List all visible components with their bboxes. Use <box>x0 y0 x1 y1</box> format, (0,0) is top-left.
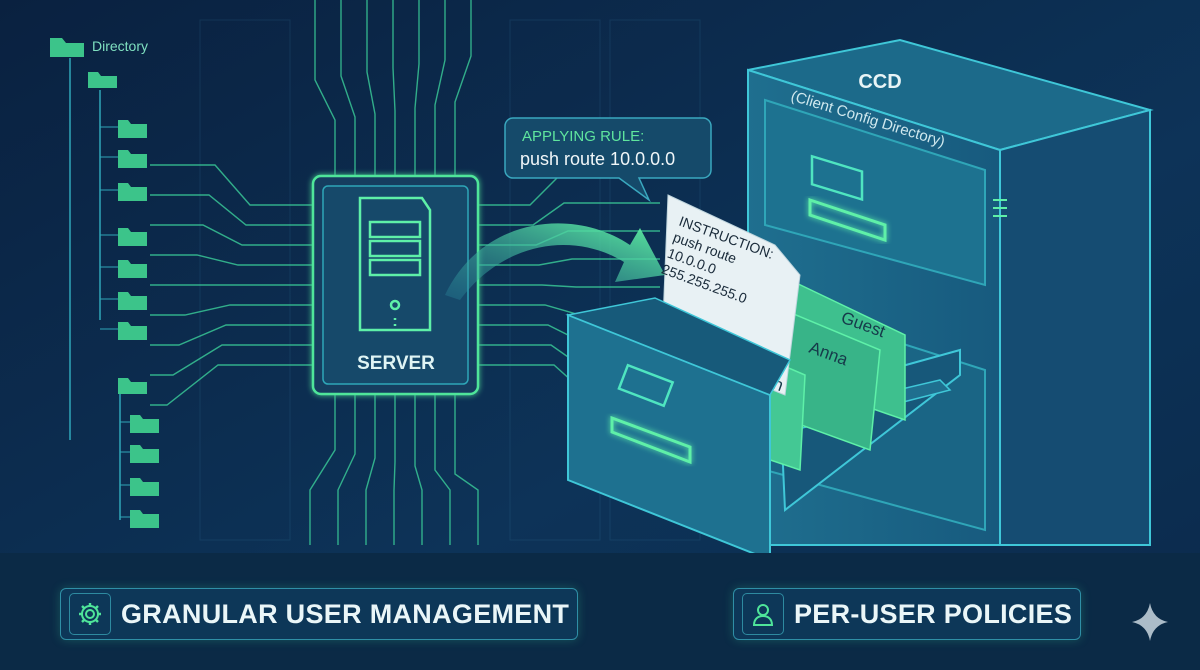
callout-rule: push route 10.0.0.0 <box>520 149 675 169</box>
circuit-trace <box>337 394 356 545</box>
circuit-trace <box>434 394 451 545</box>
circuit-trace <box>434 0 446 176</box>
user-icon <box>742 593 784 635</box>
circuit-trace <box>365 394 376 545</box>
folder-icon <box>88 72 117 88</box>
folder-icon <box>118 378 147 394</box>
feature-label: PER-USER POLICIES <box>794 598 1073 629</box>
folder-icon <box>118 183 147 201</box>
circuit-trace <box>478 258 660 266</box>
folder-icon <box>130 478 159 496</box>
folder-icon <box>130 415 159 433</box>
feature-label: GRANULAR USER MANAGEMENT <box>121 598 570 629</box>
circuit-trace <box>150 344 313 376</box>
directory-tree: Directory <box>50 38 159 528</box>
circuit-trace <box>478 284 660 288</box>
folder-icon <box>130 445 159 463</box>
callout-title: APPLYING RULE: <box>522 128 644 145</box>
drawer-handle <box>610 415 692 465</box>
circuit-trace <box>454 394 479 545</box>
feature-badge-per-user-policies: PER-USER POLICIES <box>733 588 1081 640</box>
folder-icon <box>118 322 147 340</box>
gear-icon <box>69 593 111 635</box>
circuit-trace <box>150 364 313 406</box>
circuit-trace <box>454 0 472 176</box>
server-label: SERVER <box>357 353 435 374</box>
circuit-trace <box>340 0 356 176</box>
folder-icon <box>118 260 147 278</box>
folder-icon <box>130 510 159 528</box>
circuit-trace <box>150 304 313 316</box>
circuit-trace <box>150 194 313 226</box>
circuit-trace <box>150 254 313 266</box>
circuit-trace <box>150 224 313 246</box>
server-icon <box>358 196 432 332</box>
feature-badge-granular-user-management: GRANULAR USER MANAGEMENT <box>60 588 578 640</box>
circuit-trace <box>150 324 313 346</box>
circuit-trace <box>366 0 376 176</box>
folder-icon <box>118 120 147 138</box>
folder-icon <box>118 150 147 168</box>
drawer-handle <box>808 197 887 243</box>
circuit-trace <box>150 164 313 206</box>
cabinet-title: CCD <box>858 71 901 93</box>
circuit-trace <box>392 0 396 176</box>
callout-bubble: APPLYING RULE: push route 10.0.0.0 <box>504 117 712 203</box>
open-drawer: INSTRUCTION: push route 10.0.0.0 255.255… <box>565 194 961 562</box>
circuit-trace <box>393 394 396 545</box>
circuit-trace <box>414 394 423 545</box>
folder-icon <box>118 292 147 310</box>
circuit-trace <box>478 202 660 226</box>
folder-icon <box>50 38 84 57</box>
circuit-trace <box>314 0 336 176</box>
folder-icon <box>118 228 147 246</box>
circuit-trace <box>309 394 336 545</box>
circuit-trace <box>414 0 420 176</box>
sparkle-icon <box>1132 603 1168 641</box>
arrow-icon <box>445 223 665 300</box>
directory-label: Directory <box>92 38 148 54</box>
